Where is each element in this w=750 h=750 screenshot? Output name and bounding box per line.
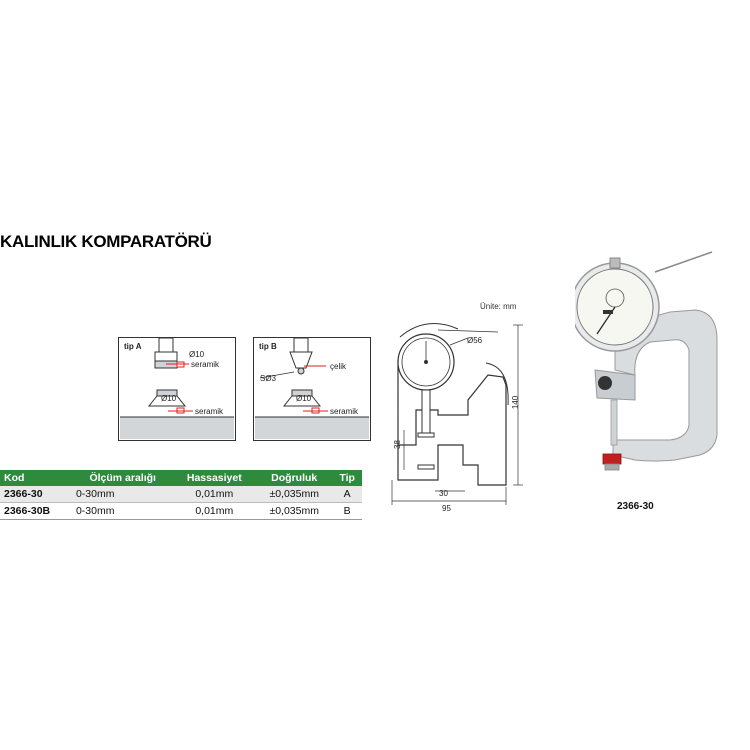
cell-resolution: 0,01mm: [172, 486, 257, 503]
dim-total-width: 95: [442, 504, 451, 513]
header-tip: Tip: [332, 470, 362, 486]
table-row: 2366-30B 0-30mm 0,01mm ±0,035mm B: [0, 502, 362, 520]
tip-b-material-bottom: seramik: [330, 407, 359, 416]
cell-tip: B: [332, 502, 362, 520]
tip-a-diagram: tip A Ø10 seramik Ø10 seramik: [118, 337, 236, 441]
tip-a-diameter-bottom: Ø10: [161, 394, 177, 403]
cell-resolution: 0,01mm: [172, 502, 257, 520]
cell-kod: 2366-30B: [0, 502, 73, 520]
table-row: 2366-30 0-30mm 0,01mm ±0,035mm A: [0, 486, 362, 503]
tip-a-diameter-top: Ø10: [189, 350, 205, 359]
tip-b-sphere-label: SØ3: [260, 374, 277, 383]
dimension-drawing: [391, 323, 523, 505]
unit-label: Ünite: mm: [480, 302, 517, 311]
tip-b-material-top: çelik: [330, 362, 347, 371]
tip-a-drawing: [120, 338, 234, 439]
cell-tip: A: [332, 486, 362, 503]
dim-total-height: 140: [511, 395, 521, 410]
cell-range: 0-30mm: [72, 502, 173, 520]
product-caption: 2366-30: [617, 501, 654, 512]
dim-throat-depth: 38: [392, 440, 402, 449]
header-dogruluk: Doğruluk: [256, 470, 333, 486]
cell-accuracy: ±0,035mm: [256, 486, 333, 503]
table-header-row: Kod Ölçüm aralığı Hassasiyet Doğruluk Ti…: [0, 470, 362, 486]
tip-a-material-bottom: seramik: [195, 407, 224, 416]
tip-b-label: tip B: [259, 342, 277, 351]
cell-accuracy: ±0,035mm: [256, 502, 333, 520]
dim-dial-diameter: Ø56: [467, 336, 483, 345]
tip-b-diagram: tip B SØ3 çelik Ø10 seramik: [253, 337, 371, 441]
spec-table: Kod Ölçüm aralığı Hassasiyet Doğruluk Ti…: [0, 470, 362, 520]
dim-gap-width: 30: [439, 489, 448, 498]
tip-a-label: tip A: [124, 342, 142, 351]
tip-b-drawing: [255, 338, 369, 439]
tip-a-material-top: seramik: [191, 360, 220, 369]
product-image: [575, 251, 718, 471]
tip-b-diameter-bottom: Ø10: [296, 394, 312, 403]
cell-range: 0-30mm: [72, 486, 173, 503]
header-kod: Kod: [0, 470, 73, 486]
page-title: KALINLIK KOMPARATÖRÜ: [0, 232, 212, 251]
cell-kod: 2366-30: [0, 486, 73, 503]
header-olcum-araligi: Ölçüm aralığı: [72, 470, 173, 486]
header-hassasiyet: Hassasiyet: [172, 470, 257, 486]
